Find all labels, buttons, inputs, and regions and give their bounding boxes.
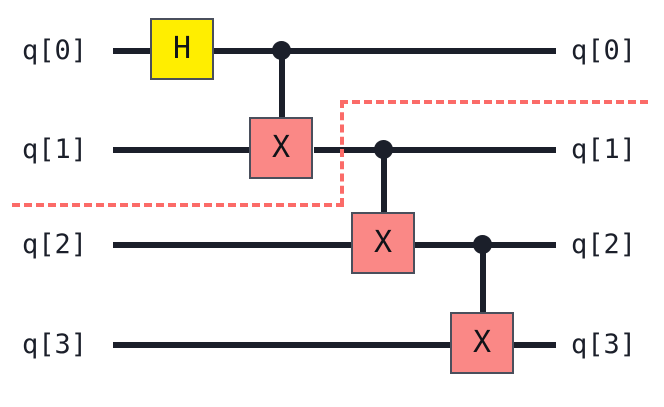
dashed-boundary-vertical <box>340 100 344 206</box>
wire-q3-segment-1 <box>113 342 452 348</box>
pauli-x-gate-q2-label: X <box>373 225 393 260</box>
qubit-label-left-q2: q[2] <box>22 229 88 260</box>
control-dot-q0[interactable] <box>272 41 291 60</box>
qubit-label-left-q1: q[1] <box>22 134 88 165</box>
dashed-boundary-bottom-horizontal <box>12 203 344 207</box>
wire-q0-segment-2 <box>214 48 556 54</box>
wire-q0-segment-1 <box>113 48 151 54</box>
qubit-label-right-q3: q[3] <box>571 329 637 360</box>
qubit-label-right-q0: q[0] <box>571 35 637 66</box>
cnot-link-q0-q1 <box>279 48 285 120</box>
qubit-label-right-q1: q[1] <box>571 134 637 165</box>
control-dot-q2[interactable] <box>473 235 492 254</box>
wire-q2-segment-1 <box>113 242 353 248</box>
wire-q1-segment-2 <box>314 147 556 153</box>
cnot-link-q1-q2 <box>381 147 387 217</box>
pauli-x-gate-q1-label: X <box>271 130 291 165</box>
dashed-boundary-top-horizontal <box>340 100 648 104</box>
qubit-label-left-q0: q[0] <box>22 35 88 66</box>
cnot-link-q2-q3 <box>480 242 486 315</box>
pauli-x-gate-q3-label: X <box>472 325 492 360</box>
wire-q3-segment-2 <box>514 342 556 348</box>
qubit-label-right-q2: q[2] <box>571 229 637 260</box>
hadamard-gate[interactable]: H <box>150 18 214 80</box>
control-dot-q1[interactable] <box>374 140 393 159</box>
wire-q1-segment-1 <box>113 147 251 153</box>
pauli-x-gate-q3[interactable]: X <box>450 312 514 374</box>
pauli-x-gate-q2[interactable]: X <box>351 212 415 274</box>
pauli-x-gate-q1[interactable]: X <box>249 117 313 179</box>
qubit-label-left-q3: q[3] <box>22 329 88 360</box>
hadamard-gate-label: H <box>172 31 192 66</box>
